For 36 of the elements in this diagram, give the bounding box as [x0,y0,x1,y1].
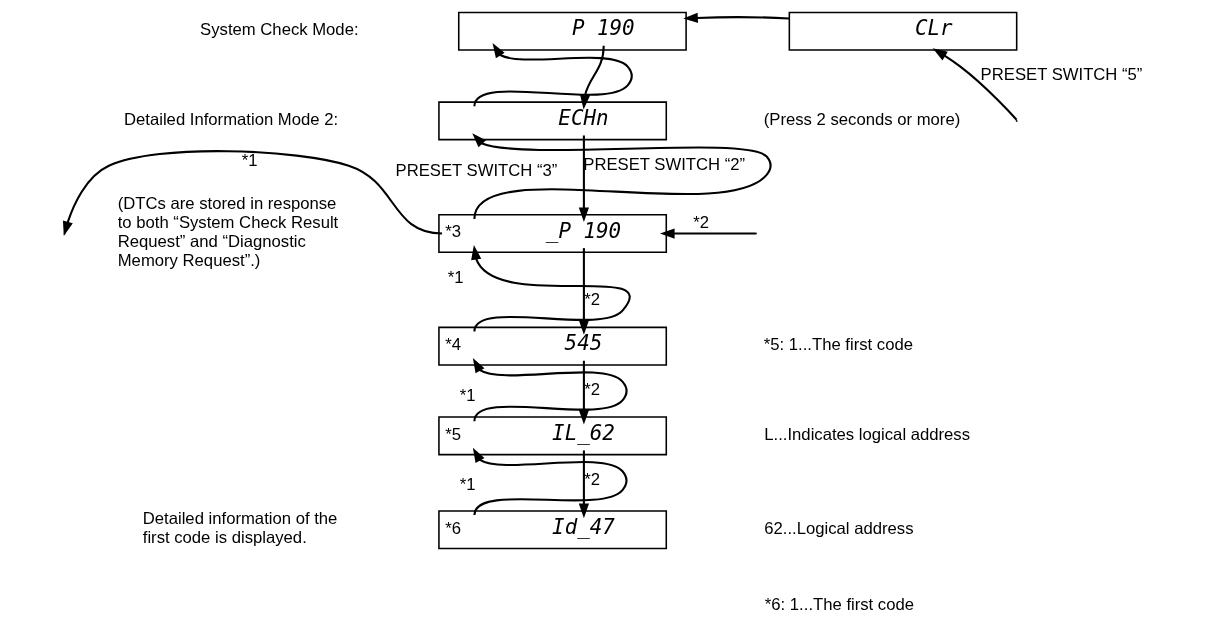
label: (DTCs are stored in response to both “System Check Result Request” and “Diagnostic Memory Request”.) [117,194,338,270]
label: *5: 1...The first code [763,335,913,355]
label: 62...Logical address [763,518,914,538]
node-box: ECHn [437,101,667,141]
node-box: P 190 [457,11,687,51]
label: (Press 2 seconds or more) [763,109,960,129]
node-box: CLr [788,11,1017,51]
edge-label: *1 [459,475,475,495]
arrow [659,228,755,239]
arrow [932,48,1017,121]
arrow [682,12,789,24]
arrow [472,357,628,422]
edge-label: *1 [447,268,463,288]
edge-label: *2 [692,213,709,233]
arrow [578,248,589,335]
node-box: *5 IL_62 [437,416,667,456]
arrow [471,133,771,220]
label: Detailed Information Mode 2: [123,109,338,129]
arrow [578,450,589,519]
edge-label: *1 [459,385,475,405]
node-box: *6 Id_47 [437,510,667,550]
label: Detailed information of the first code is displayed. [142,509,337,548]
arrow [578,135,589,223]
arrow [472,447,628,516]
edge-label: PRESET SWITCH “5” [980,65,1142,84]
arrow [472,43,633,107]
label: *6: 1...The first code [764,594,914,614]
edge-label: *1 [241,150,257,170]
node-box: *4 545 [437,326,667,366]
label: L...Indicates logical address [763,424,970,444]
arrow [578,360,589,425]
arrow [470,245,630,332]
label: System Check Mode: [199,20,359,40]
node-box: *3 _P 190 [437,213,667,254]
edge-label: PRESET SWITCH “3” [395,160,557,180]
arrow [579,45,605,110]
